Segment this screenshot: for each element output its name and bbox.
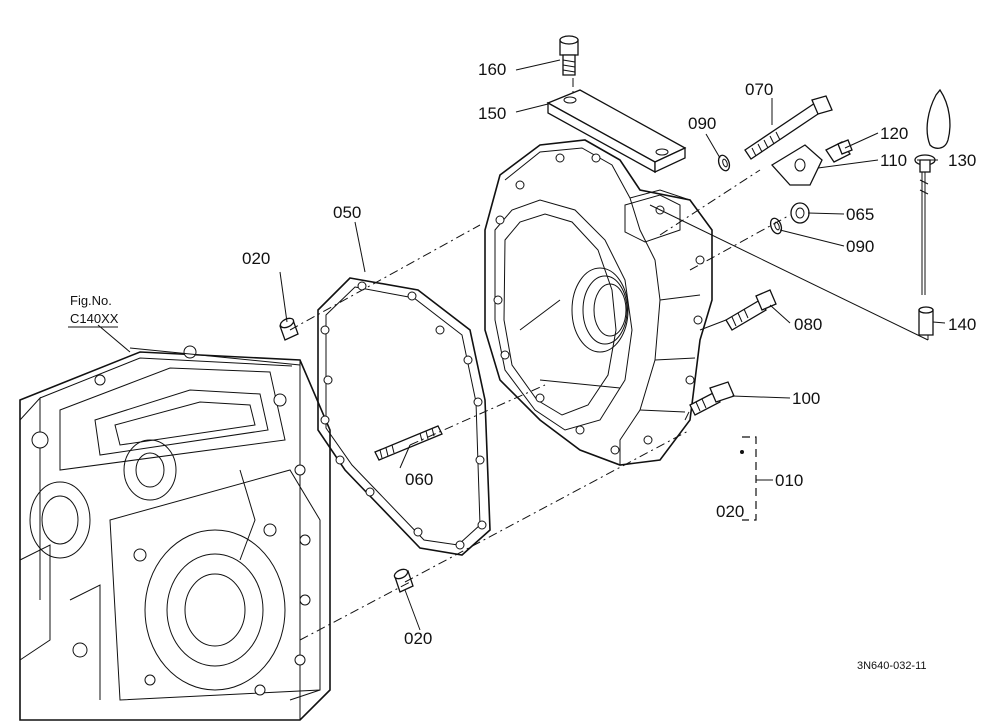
dipstick-130 <box>914 88 951 295</box>
dowel-pin-top <box>279 317 299 341</box>
dowel-pin-bottom <box>393 568 414 593</box>
figure-reference: 3N640-032-11 <box>857 660 927 672</box>
cover-110 <box>770 144 823 186</box>
callout-090-top: 090 <box>688 114 716 133</box>
callout-060: 060 <box>405 470 433 489</box>
callout-120: 120 <box>880 124 908 143</box>
callout-080: 080 <box>794 315 822 334</box>
fig-note: Fig.No. C140XX <box>68 293 119 328</box>
callout-020-assy: 020 <box>716 502 744 521</box>
housing-010 <box>484 139 713 466</box>
plug-120 <box>825 139 853 163</box>
callout-140: 140 <box>948 315 976 334</box>
bolt-100 <box>689 381 735 416</box>
callout-110: 110 <box>880 151 907 170</box>
bolt-080 <box>725 289 777 331</box>
callout-100: 100 <box>792 389 820 408</box>
callout-010: 010 <box>775 471 803 490</box>
callout-020-top: 020 <box>242 249 270 268</box>
alignment-lines <box>129 78 929 641</box>
callout-020-bottom: 020 <box>404 629 432 648</box>
nut-065 <box>790 202 810 224</box>
gasket-050 <box>317 277 491 556</box>
fig-note-line1: Fig.No. <box>70 293 112 308</box>
washer-090-mid <box>769 217 783 235</box>
fig-note-line2: C140XX <box>70 311 119 326</box>
leader-lines <box>97 59 946 631</box>
callout-090-mid: 090 <box>846 237 874 256</box>
callout-070: 070 <box>745 80 773 99</box>
stud-060 <box>374 425 443 461</box>
bolt-070 <box>744 95 833 160</box>
callout-150: 150 <box>478 104 506 123</box>
assembly-bracket-010 <box>740 436 773 521</box>
callout-065: 065 <box>846 205 874 224</box>
callout-labels: 160 150 070 090 120 110 130 050 065 090 … <box>242 60 976 648</box>
tube-140 <box>918 306 934 336</box>
washer-090-top <box>717 154 731 172</box>
callout-130: 130 <box>948 151 976 170</box>
bolt-160 <box>559 35 579 76</box>
transmission-case <box>19 345 331 721</box>
plate-150 <box>546 89 687 174</box>
gasket-bolt-holes <box>320 281 487 550</box>
callout-050: 050 <box>333 203 361 222</box>
callout-160: 160 <box>478 60 506 79</box>
